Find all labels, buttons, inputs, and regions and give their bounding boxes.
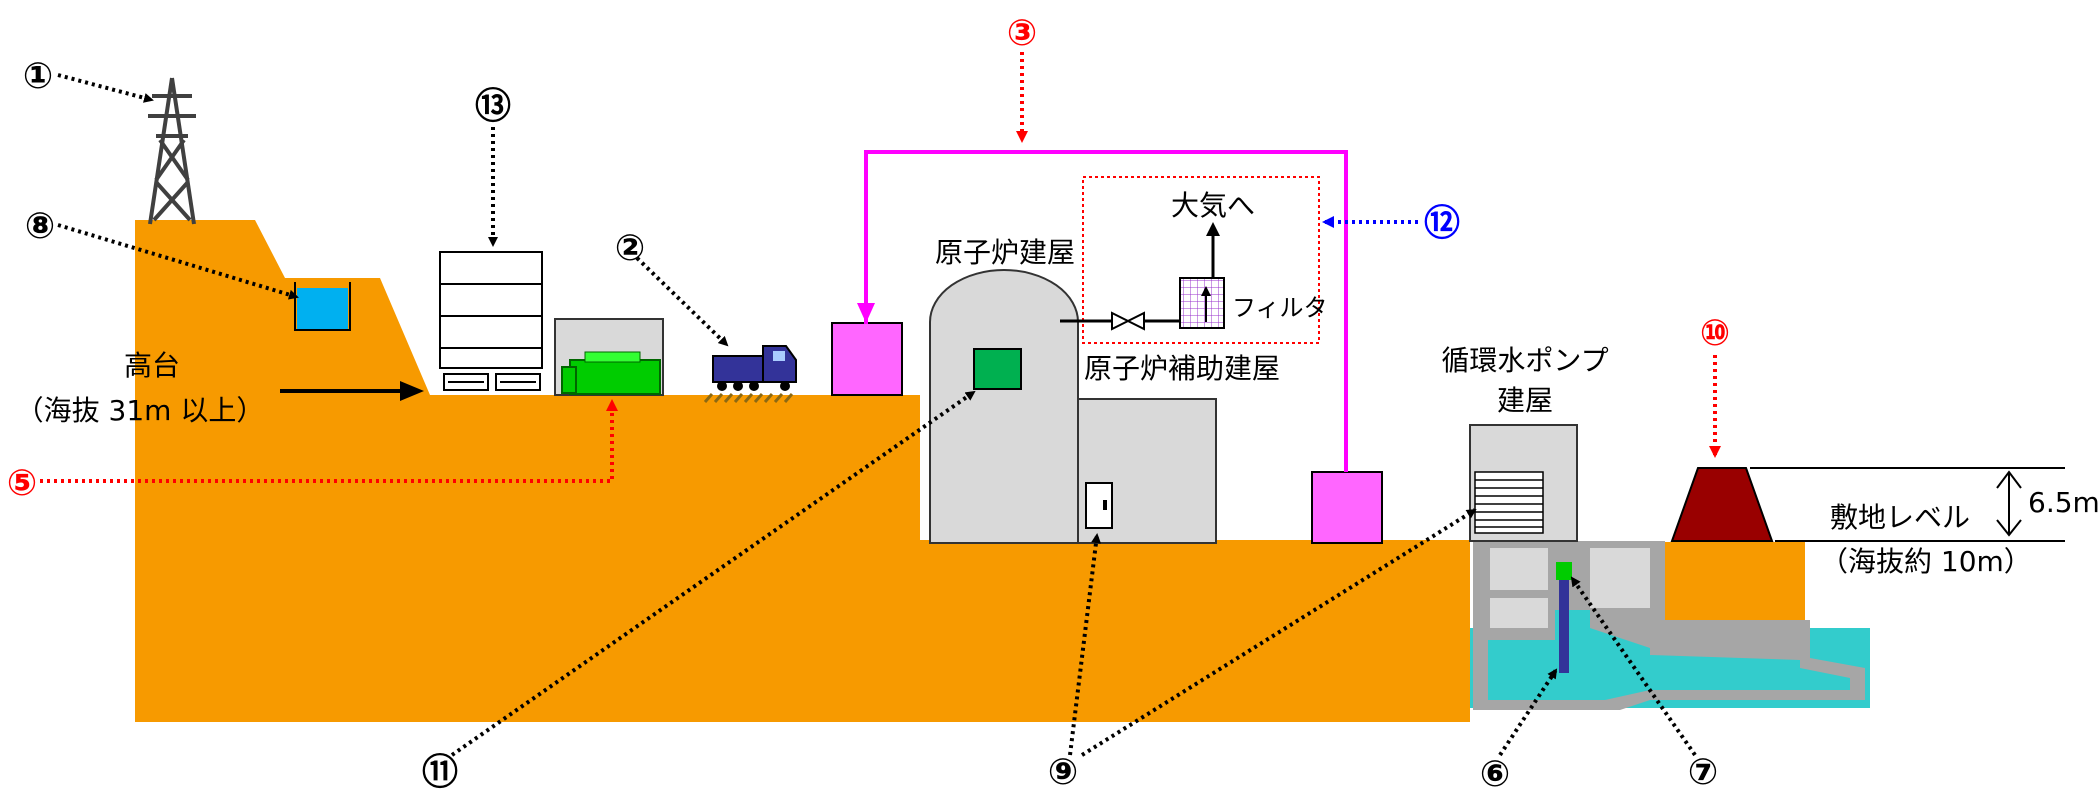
intake-chamber-3 bbox=[1590, 548, 1650, 608]
marker-12: ⑫ bbox=[1424, 203, 1460, 244]
vent-pipe bbox=[864, 150, 1348, 472]
seawall bbox=[1670, 467, 1774, 542]
pump-motor bbox=[1556, 562, 1572, 580]
marker-10: ⑩ bbox=[1700, 313, 1730, 354]
label-pump-building-1: 循環水ポンプ bbox=[1441, 344, 1608, 377]
marker-2: ② bbox=[615, 228, 645, 269]
ground bbox=[135, 220, 1470, 722]
height-dimension-arrow-down bbox=[1996, 519, 2022, 537]
truck-icon bbox=[703, 345, 797, 403]
generator-unit bbox=[569, 359, 661, 395]
reactor-building bbox=[929, 269, 1079, 544]
water-pool bbox=[294, 282, 351, 331]
marker-5: ⑤ bbox=[7, 463, 37, 504]
louver-icon bbox=[1474, 471, 1544, 534]
tank-left bbox=[831, 322, 903, 396]
marker-8: ⑧ bbox=[25, 206, 55, 247]
marker-7: ⑦ bbox=[1688, 752, 1718, 789]
arrow-5 bbox=[40, 399, 618, 483]
arrow-11 bbox=[450, 390, 976, 757]
marker-6: ⑥ bbox=[1480, 754, 1510, 789]
label-atmosphere: 大気へ bbox=[1171, 189, 1255, 222]
arrow-6 bbox=[1498, 668, 1558, 757]
storage-building bbox=[439, 251, 543, 391]
label-reactor-building: 原子炉建屋 bbox=[935, 236, 1075, 269]
generator-house bbox=[554, 318, 664, 396]
pump-shaft bbox=[1559, 575, 1569, 673]
intake-chamber-2 bbox=[1490, 598, 1548, 628]
watertight-door bbox=[1085, 482, 1113, 529]
label-site-level-elevation: （海抜約 10m） bbox=[1820, 545, 2032, 578]
marker-11: ⑪ bbox=[422, 752, 458, 789]
highland-arrowhead bbox=[400, 381, 424, 401]
label-auxiliary-building: 原子炉補助建屋 bbox=[1084, 352, 1280, 385]
marker-13: ⑬ bbox=[475, 86, 511, 127]
label-height: 6.5m bbox=[2028, 486, 2098, 519]
label-highland-elevation: （海抜 31m 以上） bbox=[16, 394, 265, 427]
reactor-equipment-box bbox=[973, 348, 1022, 390]
vent-pipe-arrowhead bbox=[857, 303, 875, 323]
arrow-9b bbox=[1080, 508, 1477, 757]
auxiliary-building bbox=[1077, 398, 1217, 544]
label-highland: 高台 bbox=[124, 349, 180, 382]
valve-icon bbox=[1111, 311, 1145, 331]
marker-3: ③ bbox=[1007, 13, 1037, 54]
height-dimension-arrow-up bbox=[1996, 470, 2022, 489]
label-pump-building-2: 建屋 bbox=[1497, 384, 1553, 417]
filtered-vent-box bbox=[1082, 176, 1320, 344]
arrow-1 bbox=[57, 73, 154, 103]
pump-building bbox=[1469, 424, 1578, 542]
intake-water bbox=[1488, 610, 1850, 700]
arrow-7 bbox=[1570, 576, 1697, 757]
filter-icon bbox=[1179, 277, 1225, 329]
intake-chamber-1 bbox=[1490, 548, 1548, 590]
label-filter: フィルタ bbox=[1232, 294, 1328, 322]
transmission-tower-icon bbox=[148, 77, 196, 225]
marker-1: ① bbox=[23, 56, 53, 97]
leader-arrows bbox=[40, 52, 1721, 757]
marker-9: ⑨ bbox=[1048, 752, 1078, 789]
tank-right bbox=[1311, 471, 1383, 544]
arrow-9a bbox=[1068, 533, 1101, 756]
label-site-level: 敷地レベル bbox=[1830, 501, 1970, 534]
